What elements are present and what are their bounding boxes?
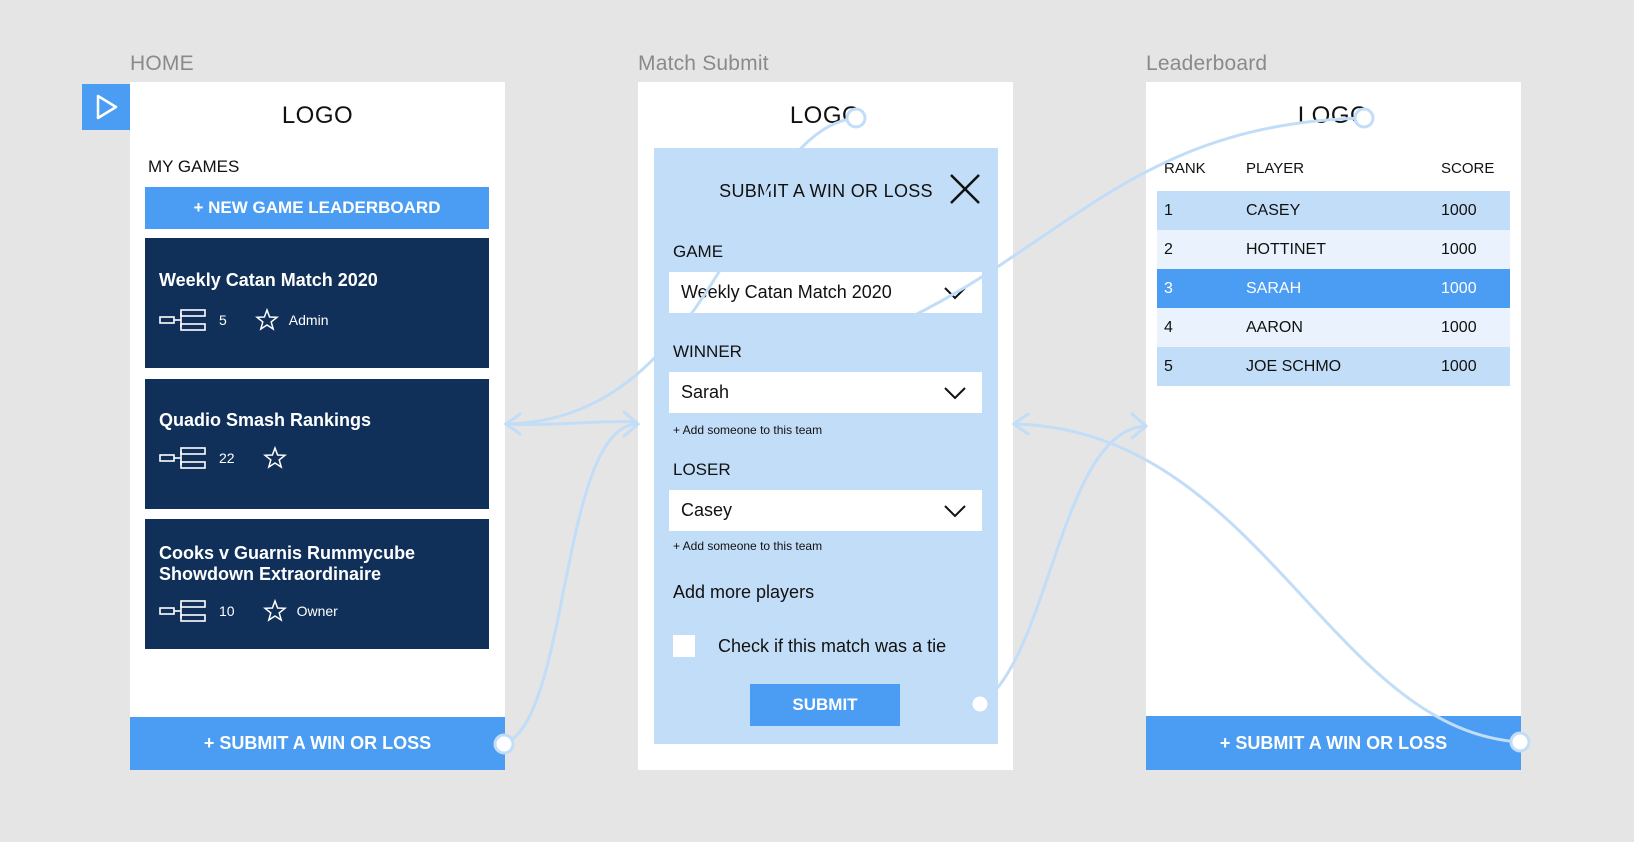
add-more-players-link[interactable]: Add more players (673, 582, 815, 602)
game-select-value: Weekly Catan Match 2020 (681, 282, 892, 302)
score-cell: 1000 (1441, 358, 1477, 375)
match-submit-screen: LOGO SUBMIT A WIN OR LOSS GAME Weekly Ca… (638, 82, 1013, 770)
arrowhead (1130, 412, 1149, 440)
winner-select-value: Sarah (681, 382, 730, 402)
game-card-meta: 5 Admin (159, 308, 328, 332)
winner-label: WINNER (673, 342, 742, 361)
role-label: Admin (288, 312, 329, 328)
loser-select-value: Casey (681, 500, 733, 520)
new-game-leaderboard-button[interactable]: + NEW GAME LEADERBOARD (145, 187, 489, 229)
submit-button[interactable]: SUBMIT (750, 684, 900, 726)
score-header: SCORE (1441, 160, 1495, 177)
role-label: Owner (296, 603, 338, 619)
table-row[interactable]: 5 JOE SCHMO 1000 (1157, 347, 1510, 386)
chevron-down-icon (944, 287, 966, 300)
game-card[interactable]: Weekly Catan Match 2020 5 Admin (145, 238, 489, 368)
play-prototype-button[interactable] (82, 84, 130, 130)
chevron-down-icon (944, 387, 966, 400)
arrowhead (503, 412, 522, 436)
submit-modal: SUBMIT A WIN OR LOSS GAME Weekly Catan M… (654, 148, 998, 744)
star-icon[interactable] (262, 599, 287, 623)
modal-title: SUBMIT A WIN OR LOSS (719, 181, 933, 201)
home-screen: LOGO MY GAMES + NEW GAME LEADERBOARD Wee… (130, 82, 505, 770)
arrowhead (622, 410, 641, 438)
leaderboard-screen: LOGO RANK PLAYER SCORE 1 CASEY 1000 2 HO… (1146, 82, 1521, 770)
player-cell: JOE SCHMO (1246, 358, 1342, 375)
add-to-winner-team-link[interactable]: + Add someone to this team (673, 423, 823, 437)
my-games-heading: MY GAMES (148, 157, 240, 176)
table-row-highlighted[interactable]: 3 SARAH 1000 (1157, 269, 1510, 308)
player-count: 5 (219, 312, 227, 328)
tie-checkbox[interactable] (673, 635, 695, 657)
connection-line (504, 420, 638, 426)
star-icon[interactable] (254, 308, 279, 332)
rank-header: RANK (1164, 160, 1206, 177)
play-icon (96, 94, 118, 120)
game-card-title: Weekly Catan Match 2020 (159, 270, 378, 290)
player-cell: SARAH (1246, 280, 1302, 297)
table-row[interactable]: 4 AARON 1000 (1157, 308, 1510, 347)
player-count: 22 (219, 450, 235, 466)
bracket-icon (159, 309, 206, 331)
submit-win-loss-button[interactable]: + SUBMIT A WIN OR LOSS (1146, 716, 1521, 770)
game-card-title: Cooks v Guarnis Rummycube Showdown Extra… (159, 543, 416, 584)
rank-cell: 4 (1164, 319, 1173, 336)
game-label: GAME (673, 242, 724, 261)
close-icon[interactable] (948, 172, 982, 206)
player-count: 10 (219, 603, 235, 619)
star-icon[interactable] (262, 446, 287, 470)
frame-label-match-submit: Match Submit (638, 52, 769, 75)
game-card-meta: 10 Owner (159, 599, 338, 623)
score-cell: 1000 (1441, 280, 1477, 297)
game-card-meta: 22 (159, 446, 297, 470)
score-cell: 1000 (1441, 319, 1477, 336)
player-cell: HOTTINET (1246, 241, 1326, 258)
rank-cell: 2 (1164, 241, 1173, 258)
arrowhead (1011, 412, 1030, 436)
submit-win-loss-button[interactable]: + SUBMIT A WIN OR LOSS (130, 717, 505, 770)
score-cell: 1000 (1441, 202, 1477, 219)
player-cell: CASEY (1246, 202, 1301, 219)
rank-cell: 3 (1164, 280, 1173, 297)
table-row[interactable]: 1 CASEY 1000 (1157, 191, 1510, 230)
add-to-loser-team-link[interactable]: + Add someone to this team (673, 539, 823, 553)
loser-select[interactable]: Casey (669, 490, 982, 531)
rank-cell: 1 (1164, 202, 1173, 219)
frame-label-leaderboard: Leaderboard (1146, 52, 1268, 75)
winner-select[interactable]: Sarah (669, 372, 982, 413)
game-card[interactable]: Quadio Smash Rankings 22 (145, 379, 489, 509)
logo: LOGO (281, 102, 354, 129)
bracket-icon (159, 447, 206, 469)
game-select[interactable]: Weekly Catan Match 2020 (669, 272, 982, 313)
tie-label: Check if this match was a tie (718, 636, 947, 656)
frame-label-home: HOME (130, 52, 194, 75)
bracket-icon (159, 600, 206, 622)
player-header: PLAYER (1246, 160, 1305, 177)
logo: LOGO (789, 102, 862, 129)
loser-label: LOSER (673, 460, 731, 479)
chevron-down-icon (944, 505, 966, 518)
table-row[interactable]: 2 HOTTINET 1000 (1157, 230, 1510, 269)
rank-cell: 5 (1164, 358, 1173, 375)
score-cell: 1000 (1441, 241, 1477, 258)
connection-line (502, 422, 638, 746)
logo: LOGO (1297, 102, 1370, 129)
game-card[interactable]: Cooks v Guarnis Rummycube Showdown Extra… (145, 519, 489, 649)
player-cell: AARON (1246, 319, 1303, 336)
game-card-title: Quadio Smash Rankings (159, 410, 372, 430)
